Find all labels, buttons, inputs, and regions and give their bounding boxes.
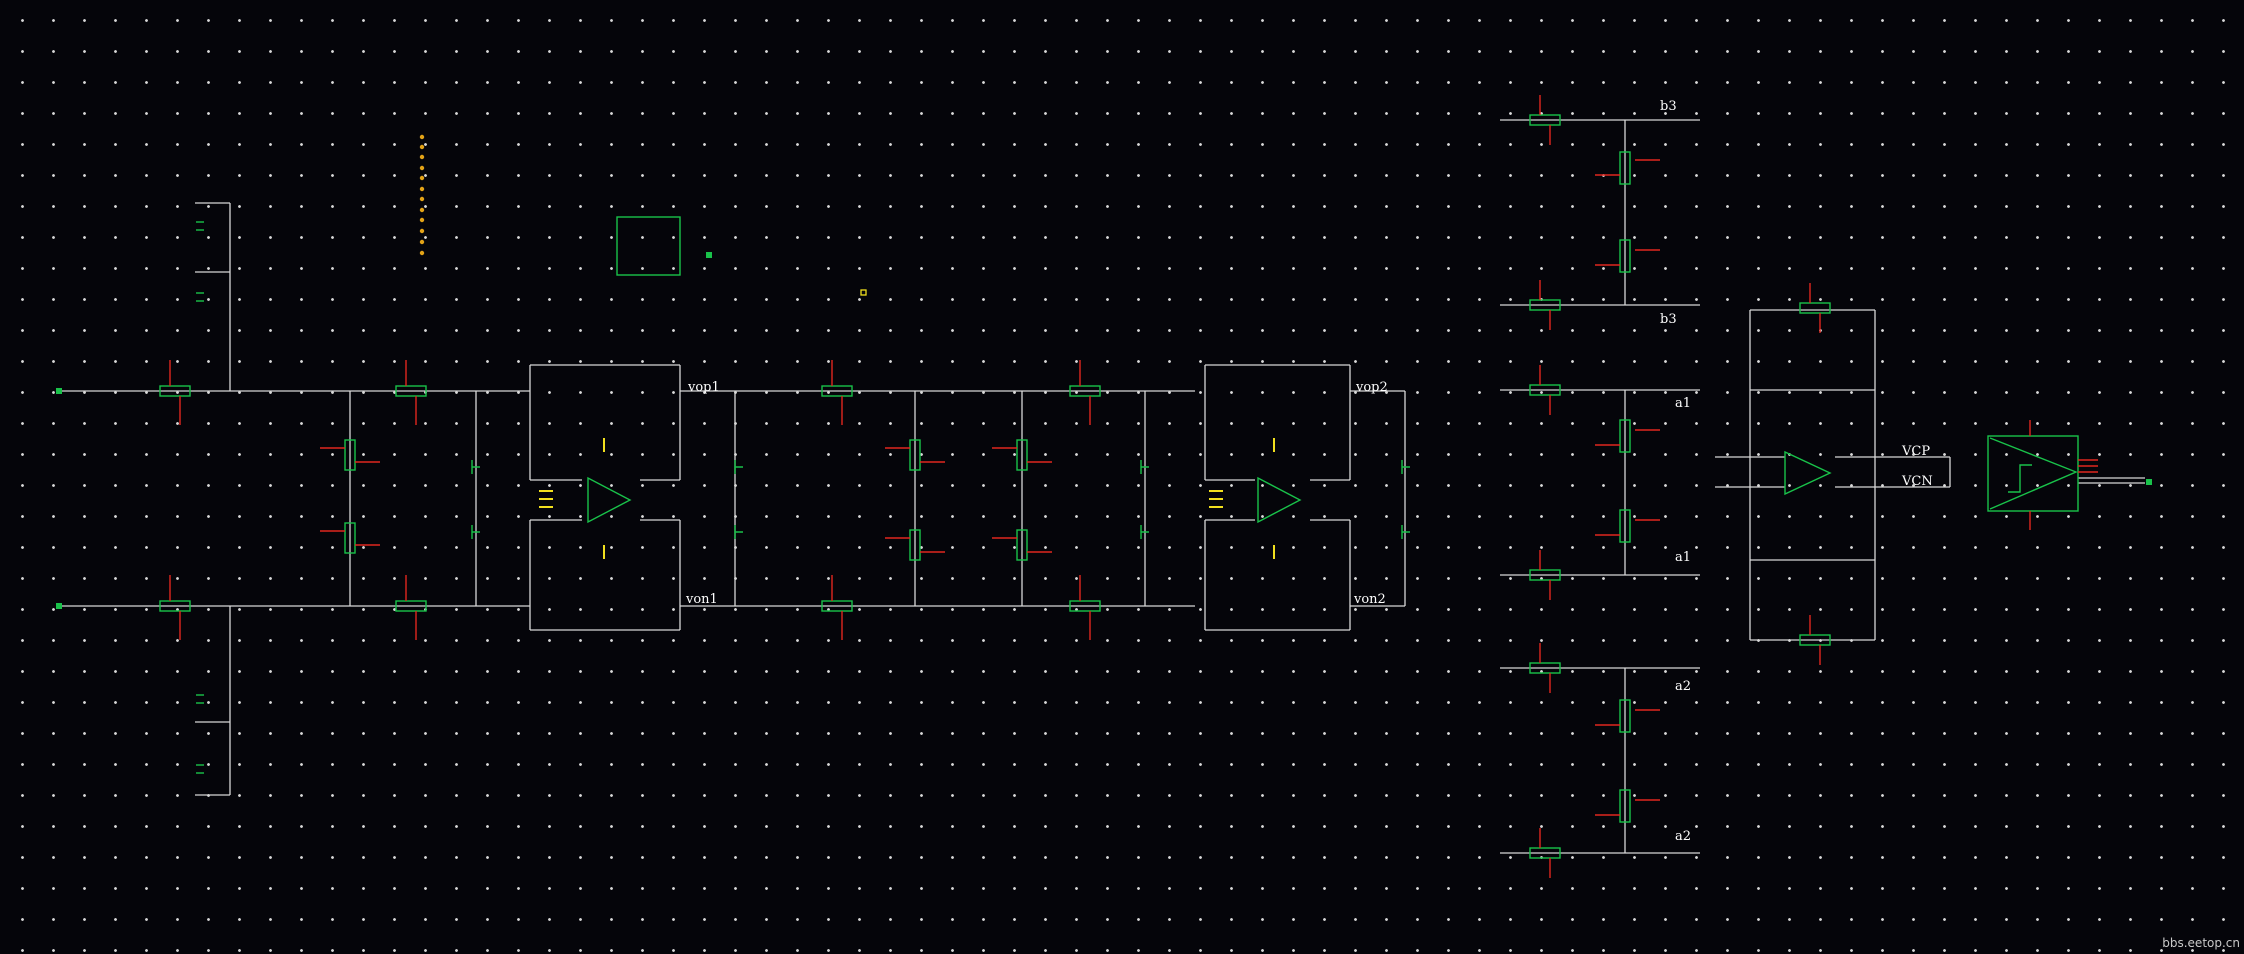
pins: [169, 95, 2098, 878]
net-label-a1: a1: [1675, 550, 1691, 565]
digital-block[interactable]: [616, 216, 681, 276]
resistor[interactable]: [344, 439, 356, 471]
resistor[interactable]: [1529, 299, 1561, 311]
transistor[interactable]: [196, 221, 204, 774]
comparator-preamp[interactable]: [1784, 450, 1832, 496]
resistor[interactable]: [1619, 239, 1631, 273]
watermark: bbs.eetop.cn: [2162, 936, 2240, 950]
resistor[interactable]: [1016, 529, 1028, 561]
markers: [56, 134, 2152, 609]
resistor[interactable]: [1529, 384, 1561, 396]
resistor[interactable]: [1016, 439, 1028, 471]
resistor[interactable]: [1529, 847, 1561, 859]
net-label-b3: b3: [1660, 99, 1677, 114]
net-label-a2: a2: [1675, 679, 1691, 694]
net-label-vop1: vop1: [687, 380, 720, 395]
net-label-b3: b3: [1660, 312, 1677, 327]
resistor[interactable]: [1619, 151, 1631, 185]
components[interactable]: [159, 114, 2079, 859]
net-label-von1: von1: [685, 592, 718, 607]
resistor[interactable]: [159, 385, 191, 397]
resistor[interactable]: [821, 385, 853, 397]
net-labels: vop1 von1 vop2 von2 b3 b3 a1 a1 a2 a2 VC…: [685, 99, 1933, 844]
resistor[interactable]: [1529, 662, 1561, 674]
resistor[interactable]: [159, 600, 191, 612]
opamp-2[interactable]: [1257, 476, 1302, 524]
switch[interactable]: [471, 460, 1410, 539]
resistor[interactable]: [1529, 114, 1561, 126]
net-label-vcp: VCP: [1901, 444, 1930, 459]
resistor[interactable]: [344, 522, 356, 554]
opamp-1[interactable]: [587, 476, 632, 524]
net-label-vcn: VCN: [1901, 474, 1933, 489]
resistor[interactable]: [1619, 419, 1631, 453]
net-label-vop2: vop2: [1355, 380, 1388, 395]
net-label-a1: a1: [1675, 396, 1691, 411]
resistor[interactable]: [395, 385, 427, 397]
resistor[interactable]: [1619, 789, 1631, 823]
resistor[interactable]: [909, 529, 921, 561]
resistor[interactable]: [1619, 699, 1631, 733]
wires: [58, 119, 2145, 854]
net-label-von2: von2: [1353, 592, 1386, 607]
resistor[interactable]: [1069, 385, 1101, 397]
resistor[interactable]: [909, 439, 921, 471]
resistor[interactable]: [1619, 509, 1631, 543]
resistor[interactable]: [1529, 569, 1561, 581]
net-label-a2: a2: [1675, 829, 1691, 844]
resistor[interactable]: [1799, 634, 1831, 646]
resistor[interactable]: [1799, 302, 1831, 314]
comparator-block[interactable]: [1987, 435, 2079, 512]
resistor[interactable]: [1069, 600, 1101, 612]
resistor[interactable]: [395, 600, 427, 612]
resistor[interactable]: [821, 600, 853, 612]
